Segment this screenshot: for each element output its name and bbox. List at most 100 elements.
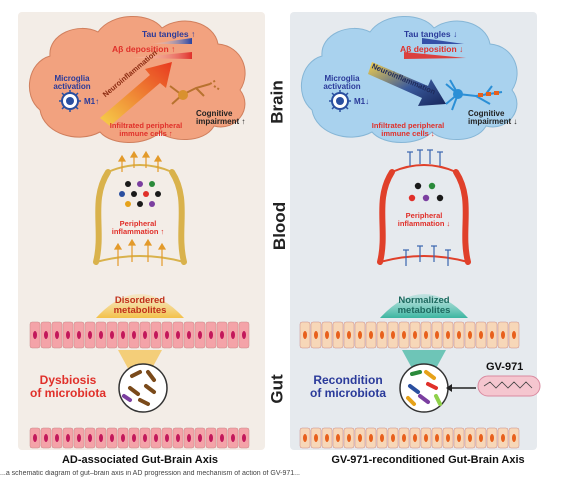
- gut-top-left-nucleus: [88, 331, 92, 339]
- gut-top-right-nucleus: [413, 331, 417, 339]
- blood-vessel-right: [377, 164, 471, 265]
- abeta-bar-right: [404, 52, 466, 59]
- gut-bottom-right-nucleus: [358, 434, 362, 442]
- metabolite-dots-right: [408, 182, 444, 202]
- gut-top-left-nucleus: [132, 331, 136, 339]
- gut-top-right-nucleus: [369, 331, 373, 339]
- gut-bottom-right-nucleus: [347, 434, 351, 442]
- cognitive-label-right: Cognitive impairment ↓: [468, 109, 518, 127]
- gut-bottom-right-nucleus: [490, 434, 494, 442]
- m1-label-right: M1↓: [354, 97, 370, 106]
- gut-bottom-left-nucleus: [99, 434, 103, 442]
- metabolites-cone-left: [96, 294, 184, 318]
- footer-text: ...a schematic diagram of gut–brain axis…: [0, 470, 300, 477]
- gut-top-left-nucleus: [242, 331, 246, 339]
- tau-bar-left: [150, 38, 192, 44]
- microglia-label-right: Microglia activation: [323, 74, 361, 92]
- blood-blocked-markers-right: [403, 149, 451, 266]
- gut-bottom-left-nucleus: [121, 434, 125, 442]
- gut-bottom-left-nucleus: [110, 434, 114, 442]
- gut-top-right-nucleus: [435, 331, 439, 339]
- gut-top-left-nucleus: [33, 331, 37, 339]
- gut-bottom-left-nucleus: [33, 434, 37, 442]
- gut-bottom-left-nucleus: [209, 434, 213, 442]
- gut-top-right-nucleus: [457, 331, 461, 339]
- gv971-arrow: [446, 384, 476, 392]
- gut-bottom-left-nucleus: [231, 434, 235, 442]
- gut-top-left-nucleus: [187, 331, 191, 339]
- microbiota-circle-right: [399, 363, 449, 413]
- gut-bottom-right-nucleus: [391, 434, 395, 442]
- peripheral-label-left: Peripheral inflammation ↑: [111, 219, 165, 236]
- axis-label-blood: Blood: [270, 201, 290, 251]
- neuron-icon-left: [169, 79, 221, 105]
- infiltrated-label-right: Infiltrated peripheral immune cells ↓: [371, 121, 445, 138]
- gut-bottom-right-nucleus: [314, 434, 318, 442]
- gut-top-left-nucleus: [154, 331, 158, 339]
- gut-top-left-nucleus: [165, 331, 169, 339]
- gut-bottom-left-nucleus: [154, 434, 158, 442]
- gut-bottom-left-nucleus: [88, 434, 92, 442]
- gut-top-right-nucleus: [424, 331, 428, 339]
- metabolites-label-right: Normalized metabolites: [397, 295, 451, 316]
- gut-top-left-nucleus: [77, 331, 81, 339]
- gut-top-left-nucleus: [44, 331, 48, 339]
- blood-vessel-left: [93, 164, 187, 265]
- gut-top-left-nucleus: [99, 331, 103, 339]
- caption-right: GV-971-reconditioned Gut-Brain Axis: [331, 454, 525, 466]
- gut-bottom-left-nucleus: [198, 434, 202, 442]
- gut-top-right-nucleus: [402, 331, 406, 339]
- gut-bottom-left-nucleus: [143, 434, 147, 442]
- gut-bottom-left-nucleus: [176, 434, 180, 442]
- gut-bottom-right-nucleus: [501, 434, 505, 442]
- caption-left: AD-associated Gut-Brain Axis: [61, 454, 219, 466]
- gut-top-left-nucleus: [121, 331, 125, 339]
- gut-bottom-right-nucleus: [402, 434, 406, 442]
- gut-top-right-nucleus: [336, 331, 340, 339]
- gut-bottom-right-nucleus: [325, 434, 329, 442]
- tau-label-left: Tau tangles ↑: [142, 29, 196, 39]
- gut-top-right-nucleus: [314, 331, 318, 339]
- gut-top-right-nucleus: [347, 331, 351, 339]
- gut-bottom-right-nucleus: [424, 434, 428, 442]
- gut-epithelium: [29, 321, 520, 449]
- microbiota-label-right: Recondition of microbiota: [309, 373, 387, 400]
- microglia-icon-right: [329, 90, 351, 112]
- gut-bottom-right-nucleus: [468, 434, 472, 442]
- microbiota-circle-left: [118, 363, 168, 413]
- gut-top-right-nucleus: [446, 331, 450, 339]
- gut-bottom-right-nucleus: [435, 434, 439, 442]
- neuroinflammation-arrow-right: [368, 62, 446, 106]
- gut-bottom-left-nucleus: [242, 434, 246, 442]
- gut-bottom-right-nucleus: [336, 434, 340, 442]
- axis-label-brain: Brain: [267, 80, 287, 124]
- gut-top-left-nucleus: [110, 331, 114, 339]
- gut-top-left-nucleus: [55, 331, 59, 339]
- peripheral-label-right: Peripheral inflammation ↓: [397, 211, 451, 228]
- abeta-label-left: Aβ deposition ↑: [112, 44, 176, 54]
- brain-left-cloud: [29, 16, 246, 143]
- abeta-label-right: Aβ deposition ↓: [400, 44, 464, 54]
- blood-up-arrows-left: [113, 150, 167, 266]
- tau-bar-right: [422, 38, 464, 44]
- abeta-bar-left: [130, 52, 192, 59]
- gut-top-left-nucleus: [198, 331, 202, 339]
- gut-top-right-nucleus: [380, 331, 384, 339]
- gut-top-left-nucleus: [176, 331, 180, 339]
- gut-bottom-right-nucleus: [446, 434, 450, 442]
- gut-top-right-nucleus: [468, 331, 472, 339]
- gut-bottom-right-nucleus: [369, 434, 373, 442]
- gut-bottom-left-nucleus: [55, 434, 59, 442]
- gut-bottom-right-nucleus: [457, 434, 461, 442]
- gv971-structure-icon: [477, 375, 541, 397]
- gut-bottom-right-nucleus: [380, 434, 384, 442]
- microglia-icon-left: [59, 90, 81, 112]
- infiltrated-label-left: Infiltrated peripheral immune cells ↑: [109, 121, 183, 138]
- gut-bottom-left-nucleus: [220, 434, 224, 442]
- microbiota-label-left: Dysbiosis of microbiota: [29, 373, 107, 400]
- gut-bottom-left-nucleus: [66, 434, 70, 442]
- myelin-segments-right: [478, 91, 499, 97]
- gut-top-right-nucleus: [358, 331, 362, 339]
- gut-top-right-nucleus: [479, 331, 483, 339]
